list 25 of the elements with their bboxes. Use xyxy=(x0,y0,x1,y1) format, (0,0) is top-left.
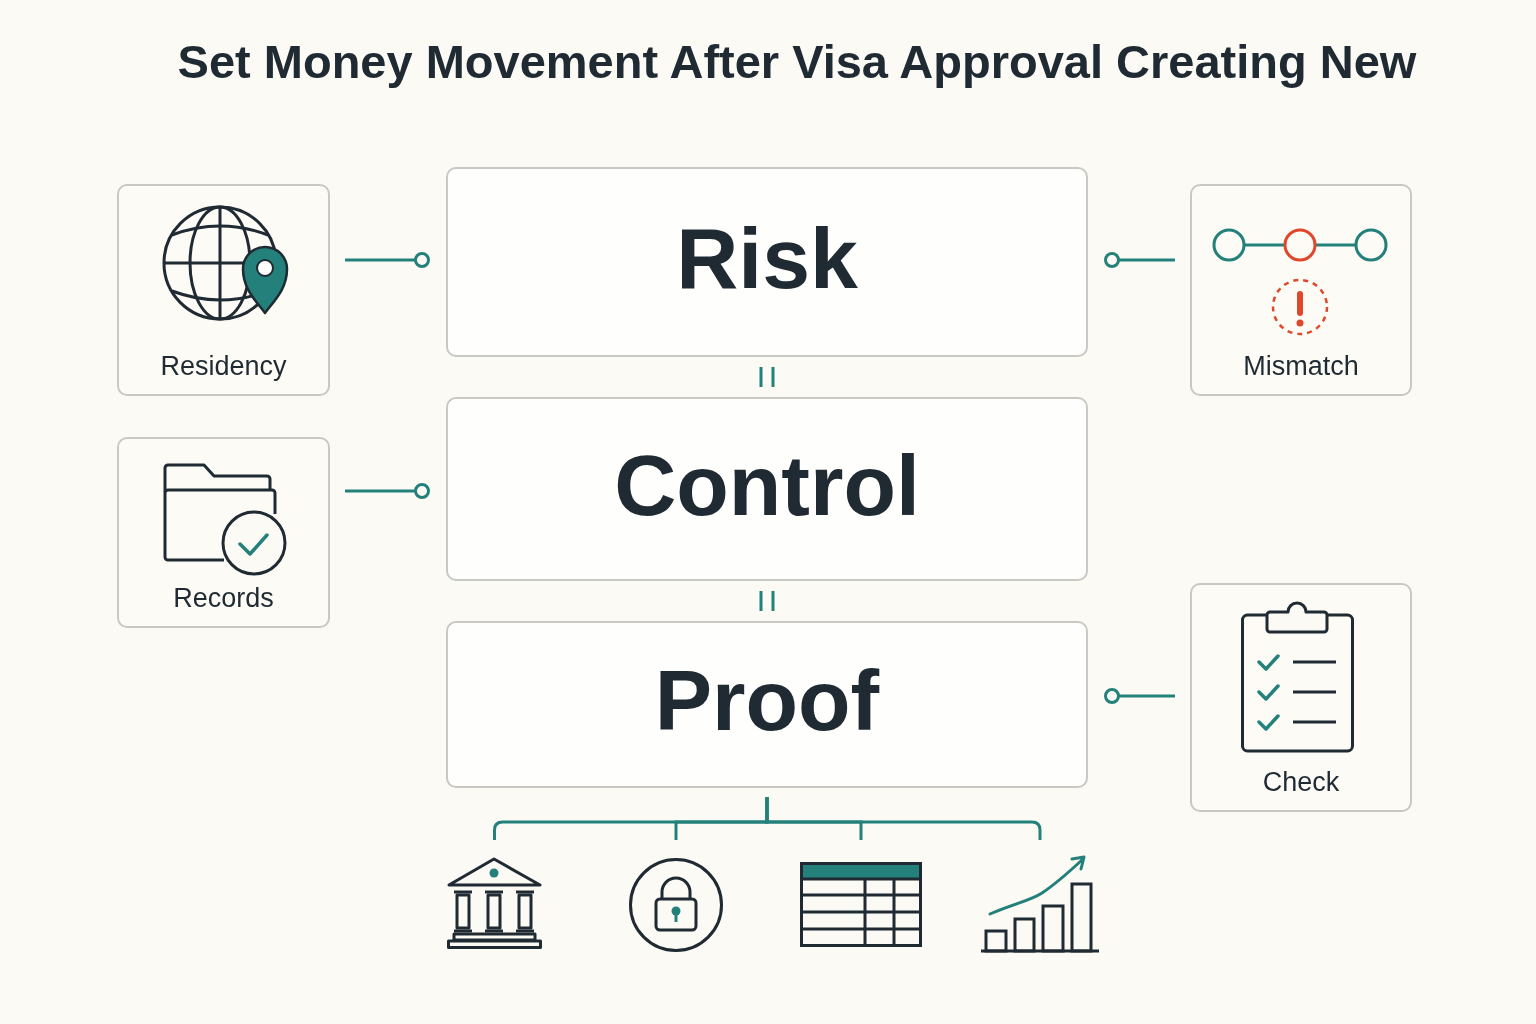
bar-chart-icon xyxy=(980,855,1100,953)
stage-title: Risk xyxy=(676,210,858,306)
parallel-connector xyxy=(759,365,775,389)
page-title: Set Money Movement After Visa Approval Creating New xyxy=(177,34,1417,90)
info-card xyxy=(117,184,330,396)
card-label: Residency xyxy=(160,350,287,382)
stage-panel xyxy=(446,167,1088,357)
stage-panel xyxy=(446,397,1088,581)
connector-line xyxy=(345,483,430,499)
info-card xyxy=(1190,184,1412,396)
stage-title: Proof xyxy=(654,653,880,748)
card-label: Mismatch xyxy=(1243,350,1359,382)
info-card xyxy=(1190,583,1412,812)
table-icon xyxy=(800,862,922,947)
padlock-icon xyxy=(629,858,723,952)
stage-title: Control xyxy=(614,437,920,533)
connector-line xyxy=(1104,252,1175,268)
connector-line xyxy=(345,252,430,268)
bank-building-icon xyxy=(447,857,542,949)
card-label: Records xyxy=(173,582,274,614)
card-label: Check xyxy=(1262,766,1340,798)
parallel-connector xyxy=(759,589,775,613)
connector-line xyxy=(1104,688,1175,704)
info-card xyxy=(117,437,330,628)
stage-panel xyxy=(446,621,1088,788)
